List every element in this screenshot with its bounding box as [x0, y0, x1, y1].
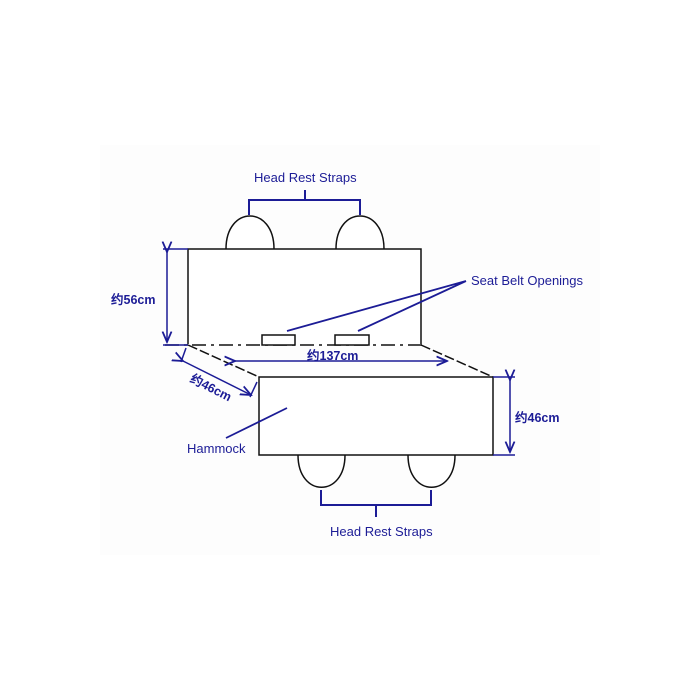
- hammock-panel: [258, 376, 494, 456]
- seat-belt-opening-left: [261, 334, 296, 346]
- bottom-strap-right: [407, 454, 456, 488]
- width-label: 约137cm: [307, 349, 359, 363]
- head-rest-straps-top-label: Head Rest Straps: [254, 170, 357, 185]
- backdrop: [100, 145, 600, 555]
- top-strap-bracket: [248, 190, 361, 215]
- hammock-leader: [225, 407, 288, 439]
- back-rest-panel: [187, 248, 422, 346]
- bottom-strap-bracket: [320, 490, 432, 517]
- hammock-label: Hammock: [187, 441, 246, 456]
- head-rest-straps-bottom-label: Head Rest Straps: [330, 524, 433, 539]
- back-height-label: 约56cm: [111, 293, 156, 307]
- seat-belt-leader: [286, 280, 467, 332]
- side-depth-arrow: [183, 361, 251, 395]
- top-strap-right: [335, 215, 385, 250]
- seat-edge-right: [420, 344, 494, 378]
- hammock-depth-label: 约46cm: [515, 411, 560, 425]
- seat-belt-opening-right: [334, 334, 370, 346]
- bottom-strap-left: [297, 454, 346, 488]
- top-strap-left: [225, 215, 275, 250]
- seat-belt-openings-label: Seat Belt Openings: [471, 273, 584, 288]
